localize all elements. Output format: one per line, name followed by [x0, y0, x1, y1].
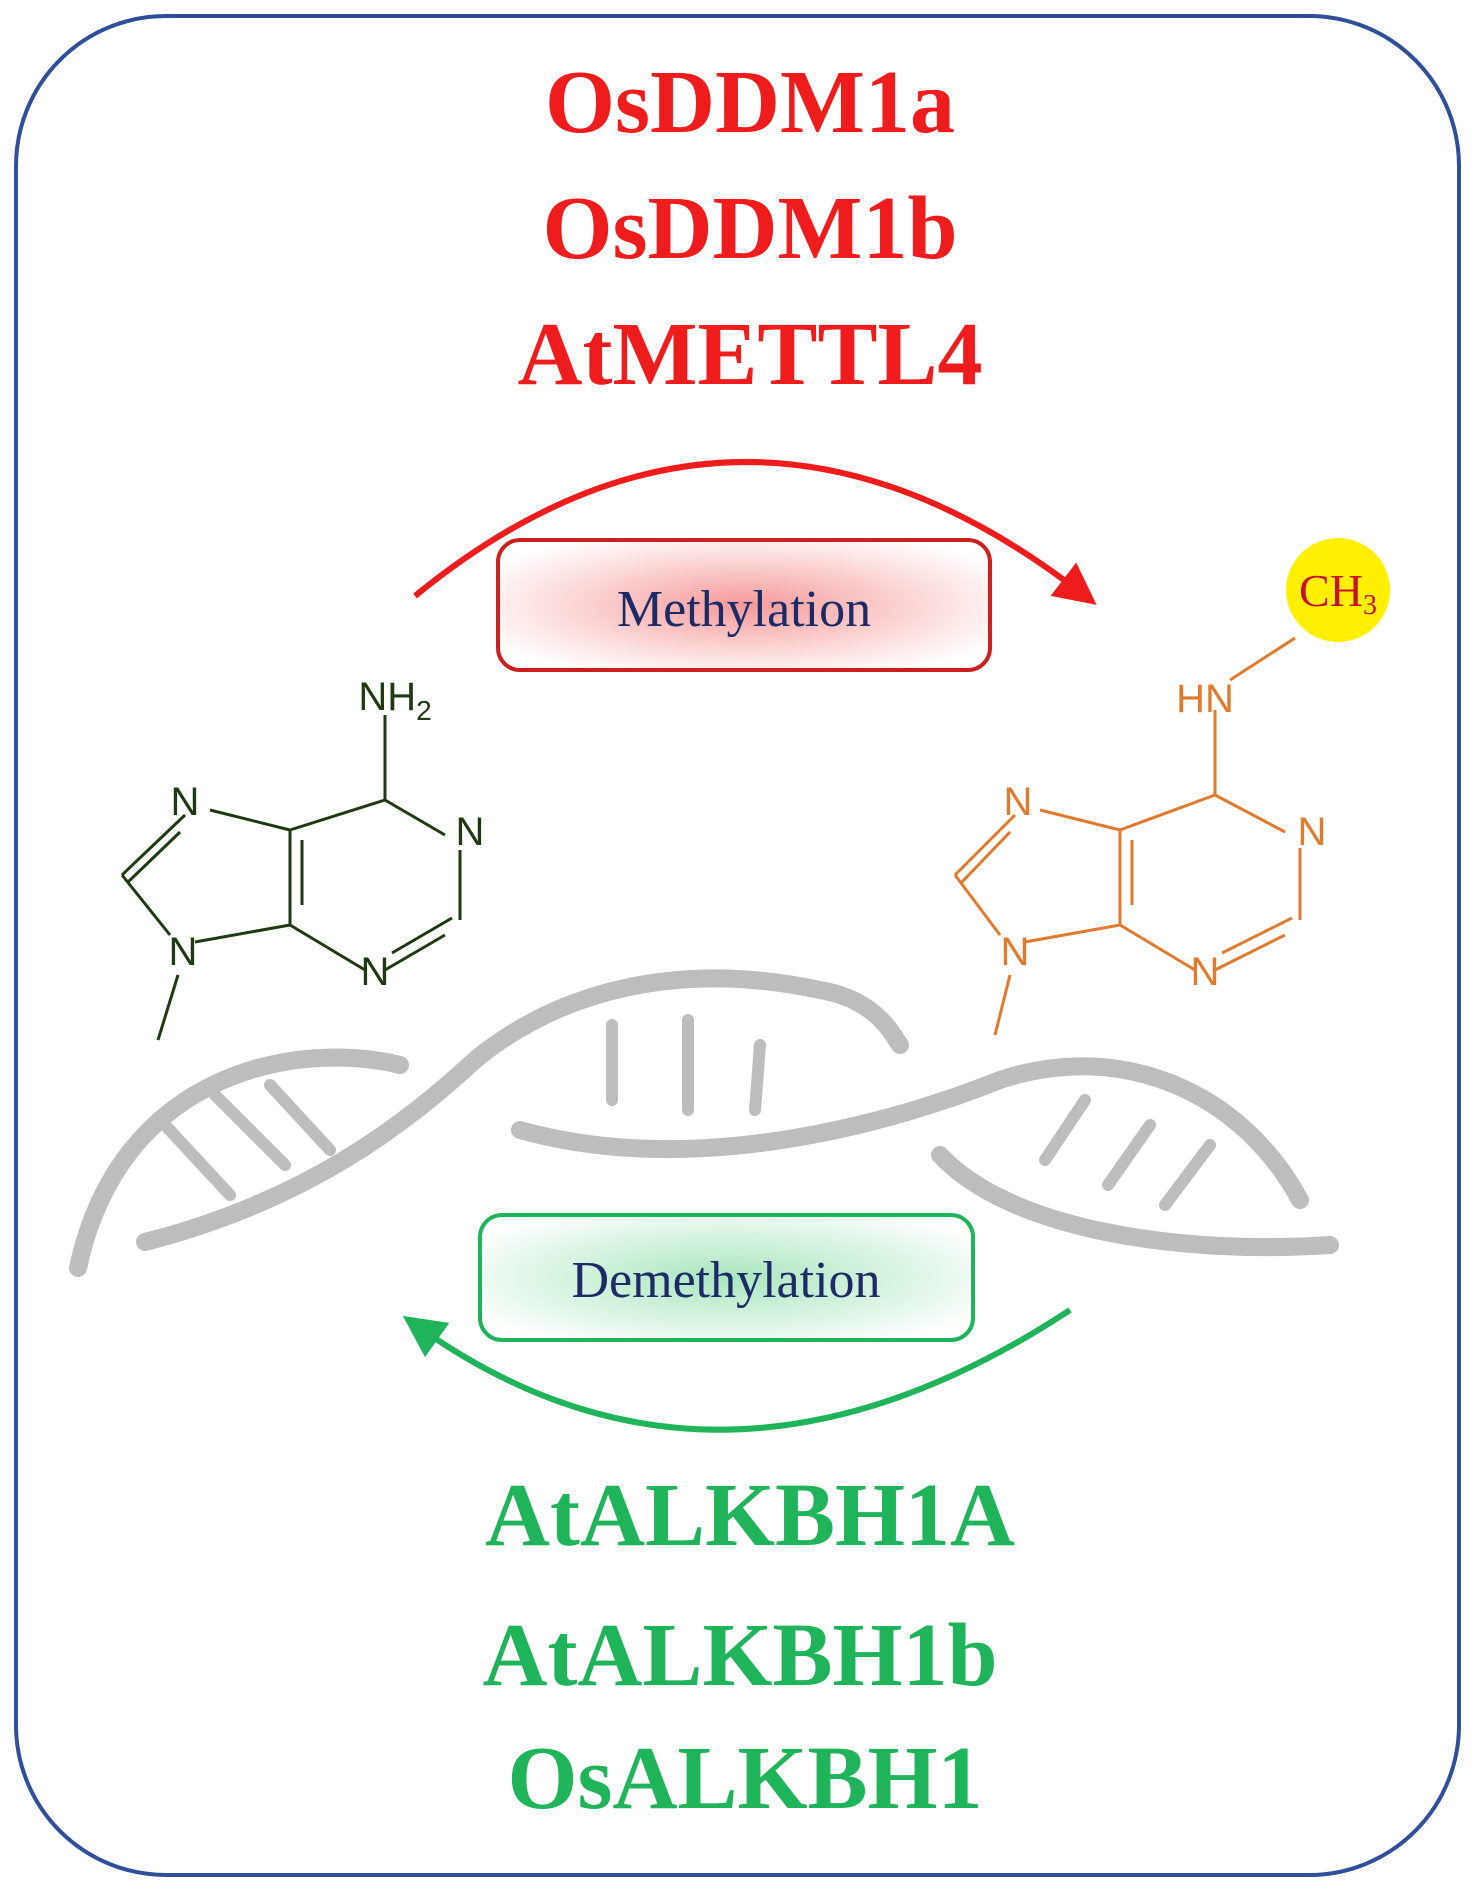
methyl-group-label: CH3 — [1299, 565, 1377, 621]
demethylation-arrow-icon — [402, 1307, 1072, 1433]
methylation-enzyme-list: OsDDM1a OsDDM1b AtMETTL4 — [517, 53, 982, 404]
methyladenine-n9: N — [1001, 930, 1030, 974]
adenine-n3: N — [361, 950, 390, 994]
methylation-label: Methylation — [617, 581, 871, 638]
demethylation-enzyme-list: AtALKBH1A AtALKBH1b OsALKBH1 — [482, 1466, 1015, 1828]
methyl-badge — [1286, 538, 1390, 642]
methyladenine-n3: N — [1191, 950, 1220, 994]
methylation-arrow-icon — [413, 459, 1097, 605]
dna-helix-icon — [69, 969, 1339, 1277]
methylation-enzyme-3: AtMETTL4 — [517, 305, 982, 404]
demethylation-enzyme-2: AtALKBH1b — [482, 1606, 997, 1705]
methyladenine-structure — [953, 636, 1302, 1036]
adenine-n1: N — [456, 810, 485, 854]
methyladenine-n1: N — [1298, 810, 1327, 854]
methyladenine-amine-group: HN — [1176, 677, 1234, 721]
methylation-enzyme-2: OsDDM1b — [542, 179, 957, 278]
adenine-labels: NH2 N N N N — [169, 675, 485, 994]
demethylation-label: Demethylation — [571, 1252, 880, 1309]
outer-frame — [14, 14, 1461, 1877]
adenine-n9: N — [169, 930, 198, 974]
methyladenine-n7: N — [1004, 780, 1033, 824]
demethylation-label-box: Demethylation — [478, 1213, 975, 1342]
demethylation-enzyme-3: OsALKBH1 — [507, 1729, 982, 1828]
adenine-amino-group: NH2 — [358, 675, 431, 726]
methylation-label-box: Methylation — [496, 538, 992, 672]
methylation-enzyme-1: OsDDM1a — [545, 53, 955, 152]
methyladenine-labels: HN N N N N — [1001, 677, 1327, 994]
demethylation-enzyme-1: AtALKBH1A — [485, 1466, 1015, 1565]
adenine-n7: N — [171, 780, 200, 824]
adenine-structure — [120, 715, 462, 1041]
